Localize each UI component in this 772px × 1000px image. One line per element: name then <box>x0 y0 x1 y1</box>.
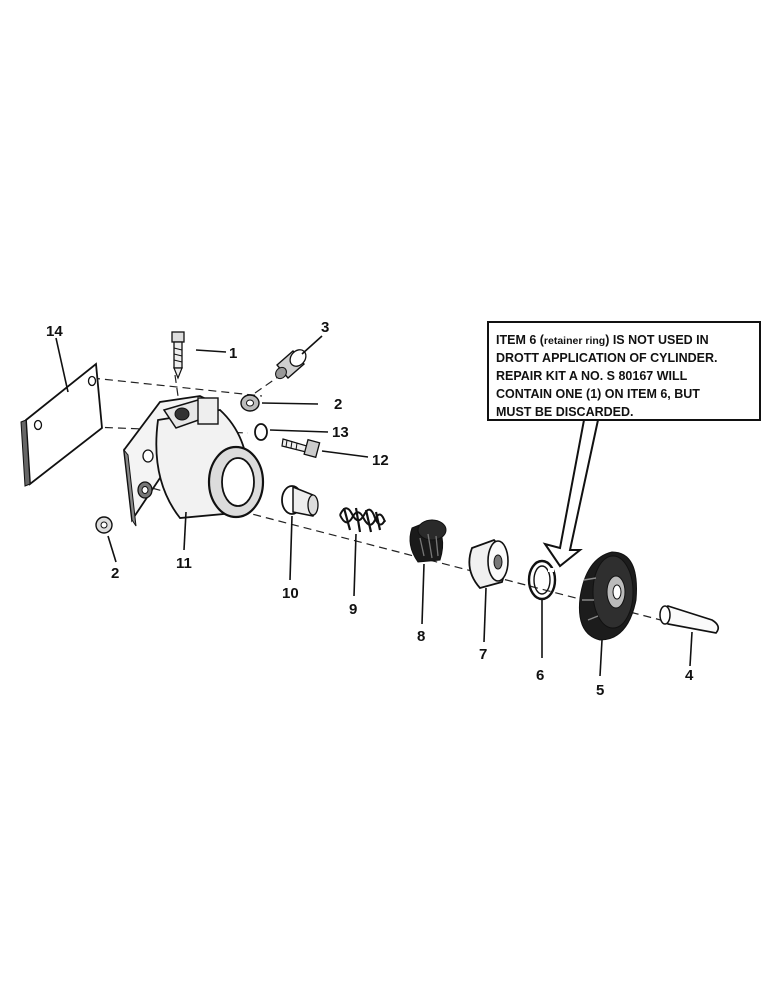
leader-9 <box>353 533 357 597</box>
item-labels: 14 1 3 2 13 12 11 2 10 9 8 7 6 5 4 <box>46 319 694 699</box>
part-5-end-cap <box>578 551 637 641</box>
part-14-gasket <box>20 362 103 487</box>
leader-14 <box>55 337 69 393</box>
part-12-cap-screw <box>281 438 321 459</box>
label-10: 10 <box>282 585 299 602</box>
leader-10 <box>289 515 293 581</box>
label-7: 7 <box>479 646 487 663</box>
leader-5 <box>599 639 603 677</box>
part-7-spacer <box>468 538 509 590</box>
label-6: 6 <box>536 667 544 684</box>
label-2-top: 2 <box>334 396 342 413</box>
note-line-2: DROTT APPLICATION OF CYLINDER. <box>496 351 718 365</box>
note-line-4: CONTAIN ONE (1) ON ITEM 6, BUT <box>496 387 700 401</box>
part-11-cylinder-body <box>123 395 265 527</box>
label-8: 8 <box>417 628 425 645</box>
leader-2-top <box>261 402 319 405</box>
label-11: 11 <box>176 555 192 572</box>
part-4-pin <box>659 605 720 634</box>
label-13: 13 <box>332 424 349 441</box>
note-line-3: REPAIR KIT A NO. S 80167 WILL <box>496 369 688 383</box>
leader-1 <box>195 349 227 353</box>
label-3: 3 <box>321 319 329 336</box>
label-4: 4 <box>685 667 694 684</box>
label-14: 14 <box>46 323 63 340</box>
part-8-cup-seal <box>409 519 447 563</box>
leader-4 <box>689 631 693 667</box>
note-line-1: ITEM 6 (retainer ring) IS NOT USED IN <box>496 333 709 347</box>
note-line-5: MUST BE DISCARDED. <box>496 405 634 419</box>
leader-13 <box>269 429 329 433</box>
part-13-lock-washer <box>254 423 268 441</box>
part-10-piston <box>281 485 319 517</box>
label-9: 9 <box>349 601 357 618</box>
leader-7 <box>483 587 487 643</box>
part-1-bleeder-screw <box>171 331 185 380</box>
callout-arrow <box>542 419 599 568</box>
part-6-retainer-ring <box>527 559 557 601</box>
note-box: ITEM 6 (retainer ring) IS NOT USED IN DR… <box>487 321 761 421</box>
leader-12 <box>321 450 369 458</box>
label-5: 5 <box>596 682 604 699</box>
label-1: 1 <box>229 345 237 362</box>
part-9-spring <box>339 507 386 533</box>
part-2-washer-top <box>240 394 260 412</box>
label-12: 12 <box>372 452 389 469</box>
part-2-washer-bottom <box>95 516 113 534</box>
leader-11 <box>183 511 187 551</box>
leader-2-bottom <box>107 535 117 563</box>
leader-8 <box>421 563 425 625</box>
label-2-bottom: 2 <box>111 565 119 582</box>
leader-3 <box>301 335 323 355</box>
